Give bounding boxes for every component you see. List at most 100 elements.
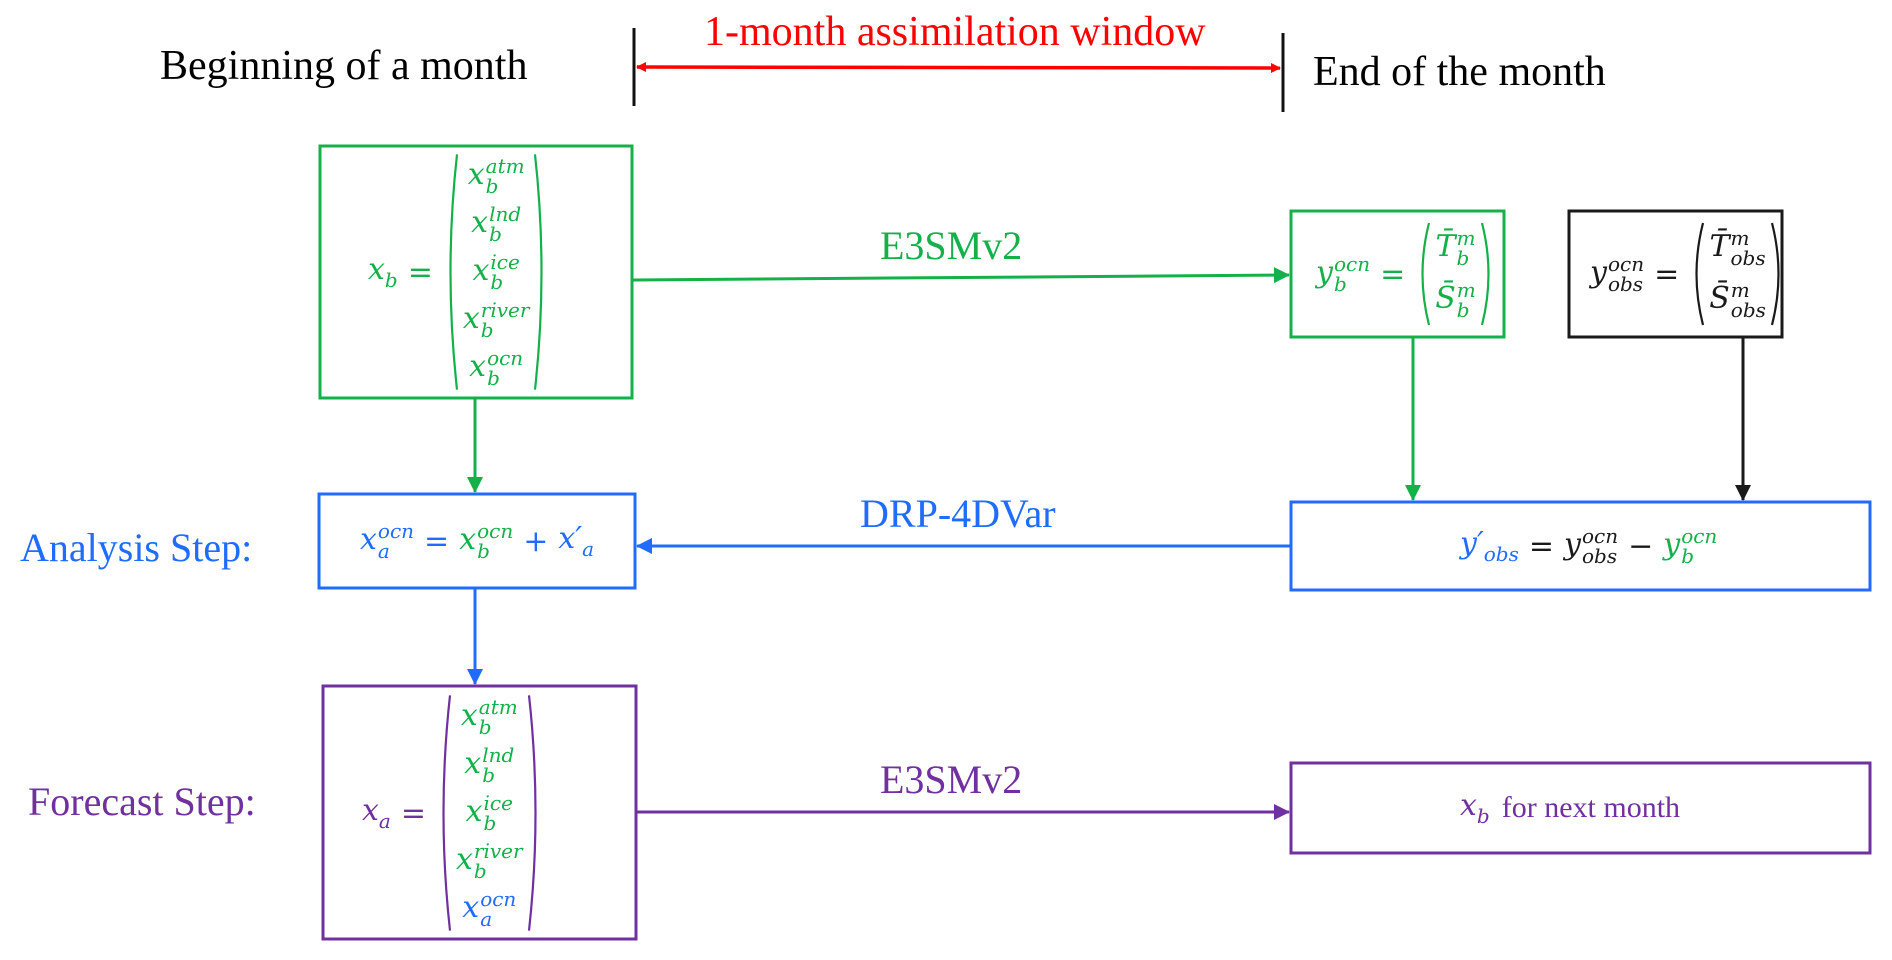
left-parenthesis: [436, 693, 452, 933]
symbol-base: x: [465, 794, 483, 829]
symbol-base: x: [459, 522, 477, 557]
symbol-subscript: b: [1456, 246, 1470, 270]
symbol-subscript: b: [1333, 272, 1347, 296]
symbol-superscript: lnd: [482, 743, 515, 767]
symbol-superscript: m: [1730, 226, 1750, 250]
symbol-base: y: [1663, 527, 1681, 562]
left-parenthesis: [443, 152, 459, 392]
symbol-superscript: river: [473, 839, 523, 863]
symbol-base: x: [471, 205, 489, 240]
model-top-label: E3SMv2: [880, 223, 1023, 268]
symbol-base: y: [1590, 255, 1607, 290]
plus-sign: +: [523, 523, 549, 559]
left-parenthesis: [1689, 222, 1705, 326]
symbol-subscript: b: [483, 811, 497, 835]
symbol-subscript: b: [477, 539, 490, 563]
symbol-superscript: ice: [490, 250, 520, 274]
symbol-subscript: obs: [1581, 544, 1618, 568]
symbol-subscript: a: [480, 907, 493, 931]
analysis-step-label: Analysis Step:: [20, 525, 253, 570]
next-month-box: [1289, 761, 1872, 855]
symbol-subscript: obs: [1607, 272, 1644, 296]
symbol-subscript: b: [490, 270, 504, 294]
symbol-base: S̄: [1709, 281, 1730, 316]
symbol-superscript: river: [480, 298, 530, 322]
model-top-arrow: [632, 267, 1290, 284]
symbol-subscript: b: [489, 222, 502, 246]
symbol-superscript: ocn: [1681, 524, 1718, 548]
equals-sign: =: [1654, 256, 1680, 292]
symbol-superscript: ocn: [487, 346, 524, 370]
symbol-subscript: obs: [1730, 298, 1766, 322]
symbol-superscript: ocn: [1581, 524, 1619, 548]
assimilation-window-label: 1-month assimilation window: [704, 9, 1206, 55]
symbol-base: y′: [1460, 525, 1484, 561]
innovation-symbol: y′obs: [1460, 525, 1519, 564]
symbol-subscript: b: [487, 366, 500, 390]
analysis-box: [317, 492, 637, 590]
symbol-superscript: lnd: [489, 202, 522, 226]
right-parenthesis: [1480, 222, 1496, 326]
equals-sign: =: [424, 523, 450, 559]
model-ocean-output-box: [1289, 209, 1506, 339]
symbol-subscript: obs: [1730, 246, 1766, 270]
symbol-base: S̄: [1435, 281, 1456, 316]
symbol-base: T̄: [1709, 229, 1730, 264]
symbol-superscript: ocn: [1607, 252, 1645, 276]
lhs-symbol: xa: [362, 795, 391, 831]
background-state-box: [318, 144, 634, 400]
symbol-superscript: atm: [478, 695, 518, 719]
model-bottom-label: E3SMv2: [880, 757, 1023, 802]
symbol-base: x: [464, 746, 482, 781]
analysis-state-box: [321, 684, 638, 941]
symbol-base: x: [460, 698, 478, 733]
symbol-base: T̄: [1435, 229, 1456, 264]
symbol-superscript: m: [1456, 226, 1476, 250]
month-start-label: Beginning of a month: [160, 43, 528, 89]
right-parenthesis: [533, 152, 549, 392]
month-end-label: End of the month: [1313, 49, 1606, 95]
symbol-superscript: ocn: [477, 519, 514, 543]
symbol-subscript: a: [582, 536, 595, 561]
symbol-base: x: [462, 890, 480, 925]
symbol-subscript: b: [482, 763, 496, 787]
symbol-base: x: [469, 349, 487, 384]
symbol-base: x: [472, 253, 490, 288]
symbol-base: x: [462, 301, 480, 336]
